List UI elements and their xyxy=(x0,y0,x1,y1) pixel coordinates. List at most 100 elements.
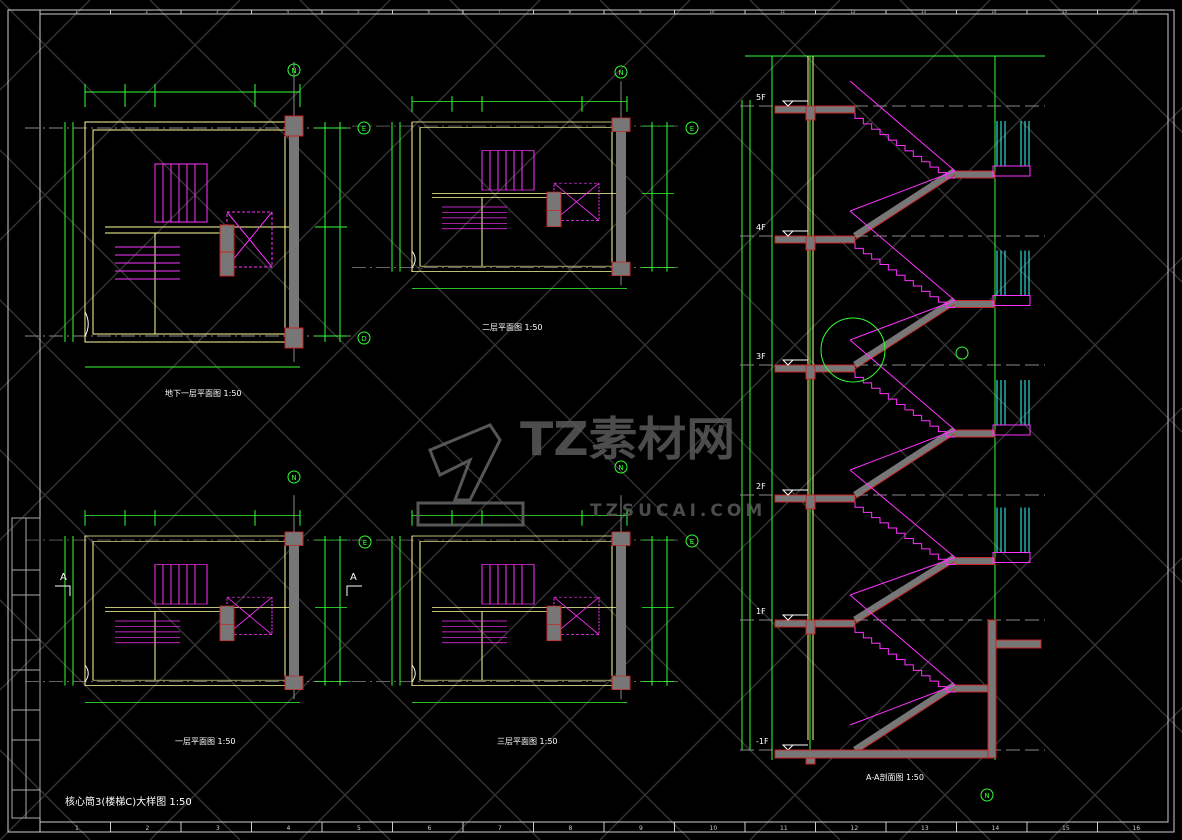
drawing-title: 核心筒3(楼梯C)大样图 1:50 xyxy=(65,795,192,808)
basement-wall xyxy=(987,619,997,759)
stair-steps xyxy=(854,502,955,565)
floor-label: 1F xyxy=(756,607,766,616)
watermark-line xyxy=(449,106,1182,840)
ruler-label: 3 xyxy=(216,825,220,832)
handrail xyxy=(849,210,956,341)
level-symbol xyxy=(781,614,808,621)
floor-label: 3F xyxy=(756,352,766,361)
view-title: 三层平面图 1:50 xyxy=(497,737,558,746)
axis-bubble: N xyxy=(614,460,628,474)
beam xyxy=(805,619,816,635)
landing xyxy=(949,300,996,308)
detail-callout-circle xyxy=(820,317,886,383)
axis-bubble: N xyxy=(614,65,628,79)
section-mark-right: A xyxy=(346,572,362,596)
beam xyxy=(805,494,816,510)
stair-flight xyxy=(853,427,957,498)
ruler-label: 15 xyxy=(1062,825,1070,832)
plan-first-floor[interactable] xyxy=(24,494,356,704)
svg-text:N: N xyxy=(291,67,296,75)
ruler-label: 16 xyxy=(1133,825,1141,832)
svg-text:E: E xyxy=(690,125,694,133)
level-symbol xyxy=(781,100,808,107)
svg-text:N: N xyxy=(291,474,296,482)
watermark-line xyxy=(0,0,91,92)
watermark-line xyxy=(0,598,241,840)
level-symbol xyxy=(781,359,808,366)
watermark-line xyxy=(0,0,241,242)
axis-bubble: E xyxy=(685,121,699,135)
level-symbol xyxy=(781,489,808,496)
handrail xyxy=(849,469,956,596)
watermark-line xyxy=(1049,706,1182,840)
window-sill xyxy=(992,165,1031,177)
section-mark-left: A xyxy=(55,572,71,596)
watermark-line xyxy=(149,0,991,840)
stair-steps xyxy=(854,627,955,693)
landing xyxy=(949,429,996,438)
ruler-label: 6 xyxy=(428,825,432,832)
beam xyxy=(805,364,816,380)
ruler-label: 5 xyxy=(357,9,360,14)
stair-steps xyxy=(854,113,955,179)
stair-flight xyxy=(853,554,957,623)
svg-text:N: N xyxy=(984,792,989,800)
svg-text:E: E xyxy=(363,539,367,547)
ruler-label: 10 xyxy=(710,825,718,832)
watermark-line xyxy=(299,0,1141,840)
watermark-line xyxy=(0,0,391,392)
basement-slab xyxy=(774,749,996,759)
plan-basement[interactable] xyxy=(24,61,356,368)
ruler-label: 12 xyxy=(851,825,859,832)
view-title: 地下一层平面图 1:50 xyxy=(165,388,242,398)
svg-text:E: E xyxy=(362,125,366,133)
svg-text:A: A xyxy=(350,572,357,583)
watermark-line xyxy=(0,748,91,840)
ruler-label: 14 xyxy=(992,9,998,14)
view-title: A-A剖面图 1:50 xyxy=(866,772,924,782)
view-title: 一层平面图 1:50 xyxy=(175,737,236,746)
ruler-label: 9 xyxy=(639,825,643,832)
ruler-label: 11 xyxy=(780,9,786,14)
handrail xyxy=(849,339,956,471)
floor-label: 2F xyxy=(756,482,766,491)
handrail xyxy=(849,594,956,726)
ruler-label: 2 xyxy=(146,825,150,832)
watermark-line xyxy=(0,0,691,692)
landing xyxy=(949,557,996,565)
ruler-label: 16 xyxy=(1133,9,1139,14)
svg-text:N: N xyxy=(618,464,623,472)
watermark-brand: TZ素材网 xyxy=(520,412,735,466)
detail-index-bubble xyxy=(955,346,969,360)
handrail xyxy=(849,80,956,212)
beam xyxy=(805,235,816,251)
ruler-label: 7 xyxy=(498,825,502,832)
ruler-label: 4 xyxy=(287,825,291,832)
window-sill xyxy=(992,552,1031,563)
ruler-label: 8 xyxy=(569,825,573,832)
ruler-label: 1 xyxy=(75,825,79,832)
beam xyxy=(805,105,816,121)
svg-text:N: N xyxy=(618,69,623,77)
stair-steps xyxy=(854,243,955,308)
level-symbol xyxy=(781,230,808,237)
axis-bubble: D xyxy=(357,331,371,345)
ruler-label: 13 xyxy=(921,825,929,832)
watermark-line xyxy=(0,448,391,840)
axis-bubble: E xyxy=(358,535,372,549)
title-block xyxy=(11,517,41,819)
axis-bubble: N xyxy=(287,63,301,77)
window-sill xyxy=(992,424,1031,436)
watermark-line xyxy=(749,406,1182,840)
plan-second-floor[interactable] xyxy=(351,80,683,290)
svg-text:E: E xyxy=(690,538,694,546)
landing xyxy=(949,170,996,179)
level-symbol xyxy=(781,744,808,751)
watermark-logo: TZ素材网 TZSUCAI.COM xyxy=(416,412,762,527)
watermark-line xyxy=(749,0,1182,434)
floor-label: 5F xyxy=(756,93,766,102)
svg-text:D: D xyxy=(361,335,366,343)
